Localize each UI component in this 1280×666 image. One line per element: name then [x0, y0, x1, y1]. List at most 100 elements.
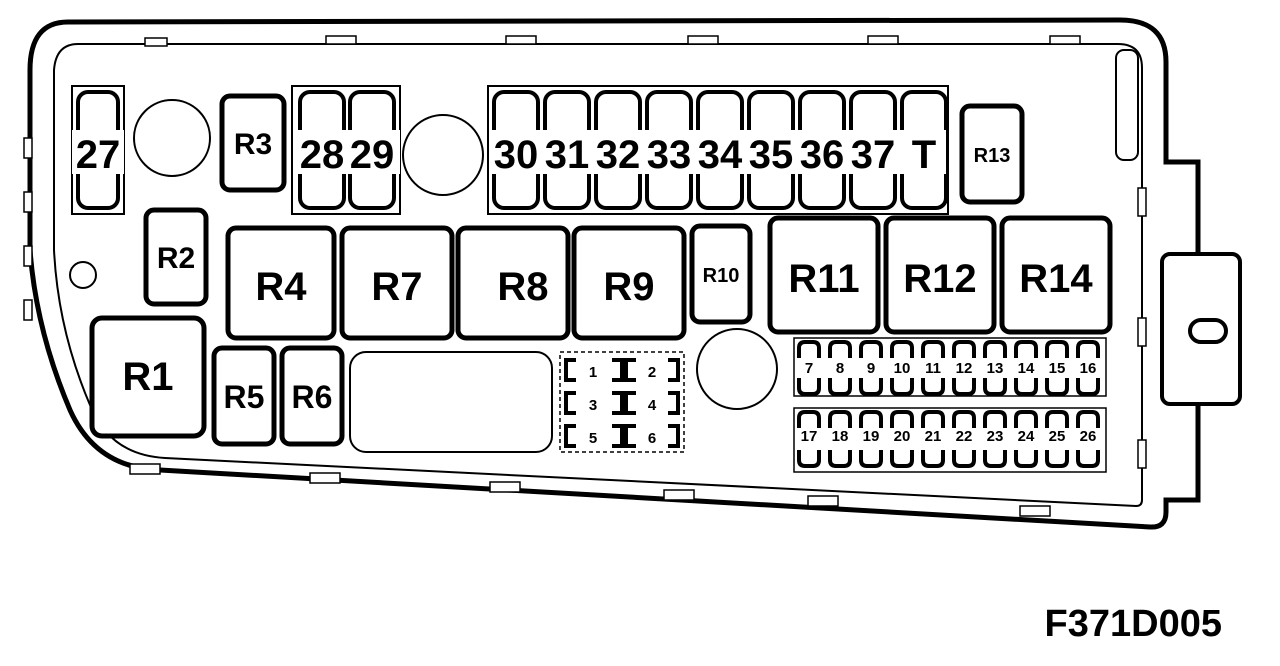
- relay-r3[interactable]: [219, 93, 287, 193]
- mini-fuse-label-25: 25: [1049, 428, 1066, 445]
- mini-fuse-11[interactable]: [921, 340, 945, 396]
- relay-r13[interactable]: [959, 103, 1025, 205]
- relay-r5[interactable]: [211, 345, 277, 447]
- clip: [309, 472, 341, 484]
- mini-fuse-label-13: 13: [987, 360, 1004, 377]
- relay-label-r6: R6: [292, 379, 333, 415]
- relay-label-r13: R13: [974, 145, 1011, 167]
- fuse-label-31: 31: [545, 133, 590, 177]
- clip: [1137, 317, 1147, 347]
- relay-r7[interactable]: [339, 225, 455, 341]
- blank-cover: [349, 351, 553, 453]
- mini-fuse-23[interactable]: [983, 410, 1007, 468]
- fuse-label-32: 32: [596, 133, 641, 177]
- mini-fuse-label-15: 15: [1049, 360, 1066, 377]
- relay-r14[interactable]: [999, 215, 1113, 335]
- mini-fuse-12[interactable]: [952, 340, 976, 396]
- relay-r8[interactable]: [455, 225, 571, 341]
- fuse-label-29: 29: [350, 133, 395, 177]
- mini-fuse-18[interactable]: [828, 410, 852, 468]
- small-fuse-5[interactable]: [564, 424, 624, 448]
- mini-fuse-label-20: 20: [894, 428, 911, 445]
- right-rib: [1115, 49, 1139, 161]
- small-fuse-1[interactable]: [564, 358, 624, 382]
- mini-fuse-7[interactable]: [797, 340, 821, 396]
- mini-fuse-21[interactable]: [921, 410, 945, 468]
- clip: [23, 299, 33, 321]
- relay-label-r12: R12: [903, 257, 976, 301]
- relay-r9[interactable]: [571, 225, 687, 341]
- mini-fuse-label-7: 7: [805, 360, 813, 377]
- fuse-label-30: 30: [494, 133, 539, 177]
- mini-fuse-15[interactable]: [1045, 340, 1069, 396]
- relay-label-r5: R5: [224, 379, 265, 415]
- relay-r11[interactable]: [767, 215, 881, 335]
- small-fuse-2[interactable]: [624, 358, 680, 382]
- mini-fuse-25[interactable]: [1045, 410, 1069, 468]
- clip: [1137, 187, 1147, 217]
- mini-fuse-label-9: 9: [867, 360, 875, 377]
- small-fuse-label-3: 3: [589, 397, 597, 414]
- fuse-label-35: 35: [749, 133, 794, 177]
- small-fuse-3[interactable]: [564, 391, 624, 415]
- small-fuse-label-2: 2: [648, 364, 656, 381]
- mini-fuse-9[interactable]: [859, 340, 883, 396]
- clip: [144, 37, 168, 47]
- fuse-label-28: 28: [300, 133, 345, 177]
- clip: [505, 35, 537, 45]
- clip: [23, 191, 33, 213]
- clip: [1049, 35, 1081, 45]
- relay-label-r1: R1: [122, 355, 173, 399]
- clip: [23, 137, 33, 159]
- fuse-label-33: 33: [647, 133, 692, 177]
- mini-fuse-24[interactable]: [1014, 410, 1038, 468]
- mini-fuse-13[interactable]: [983, 340, 1007, 396]
- mini-fuse-label-11: 11: [925, 360, 941, 377]
- mini-fuse-16[interactable]: [1076, 340, 1100, 396]
- mini-fuse-label-23: 23: [987, 428, 1004, 445]
- relay-label-r8: R8: [497, 265, 548, 309]
- small-fuse-label-1: 1: [589, 364, 597, 381]
- mini-fuse-label-14: 14: [1018, 360, 1035, 377]
- mini-fuse-label-8: 8: [836, 360, 844, 377]
- relay-r10[interactable]: [689, 223, 753, 325]
- relay-label-r9: R9: [603, 265, 654, 309]
- mini-fuse-20[interactable]: [890, 410, 914, 468]
- small-fuses: 1 2 3 4 5 6: [559, 351, 685, 453]
- clip: [1137, 439, 1147, 469]
- relay-r4[interactable]: [225, 225, 337, 341]
- connector-slot: [1188, 318, 1228, 344]
- relay-r1[interactable]: [89, 315, 207, 439]
- mini-fuse-26[interactable]: [1076, 410, 1100, 468]
- mini-fuse-8[interactable]: [828, 340, 852, 396]
- small-fuse-6[interactable]: [624, 424, 680, 448]
- fuse-label-34: 34: [698, 133, 743, 177]
- mini-fuse-label-16: 16: [1080, 360, 1097, 377]
- clip: [867, 35, 899, 45]
- mounting-hole: [69, 261, 97, 289]
- clip: [663, 489, 695, 501]
- relays: R1 R2 R3 R4 R5 R6 R7 R8 R9 R10 R11 R12 R…: [89, 93, 1113, 447]
- relay-label-r4: R4: [255, 265, 307, 309]
- mounting-hole: [133, 99, 211, 177]
- mini-fuse-label-17: 17: [801, 428, 818, 445]
- mini-fuse-label-22: 22: [956, 428, 973, 445]
- relay-r6[interactable]: [279, 345, 345, 447]
- clip: [23, 245, 33, 267]
- large-fuses: 27 28 29 30 31 32 33 34 35 36 37 T: [72, 90, 948, 210]
- relay-r2[interactable]: [143, 207, 209, 307]
- mini-fuse-label-19: 19: [863, 428, 880, 445]
- fuse-label-37: 37: [851, 133, 896, 177]
- mini-fuse-17[interactable]: [797, 410, 821, 468]
- relay-r12[interactable]: [883, 215, 997, 335]
- mini-fuse-14[interactable]: [1014, 340, 1038, 396]
- clip: [687, 35, 719, 45]
- relay-label-r14: R14: [1019, 257, 1093, 301]
- mini-fuse-19[interactable]: [859, 410, 883, 468]
- mini-fuse-22[interactable]: [952, 410, 976, 468]
- relay-label-r10: R10: [703, 265, 740, 287]
- mini-fuse-10[interactable]: [890, 340, 914, 396]
- small-fuse-4[interactable]: [624, 391, 680, 415]
